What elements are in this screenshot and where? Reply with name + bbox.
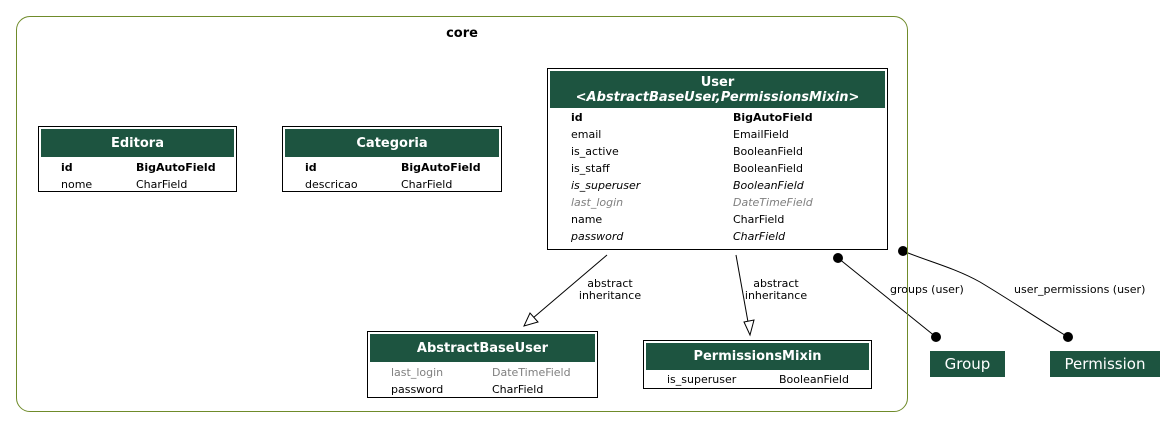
field-row: nome CharField (39, 176, 236, 193)
field-type: BooleanField (733, 179, 804, 192)
field-name: nome (61, 178, 93, 191)
entity-categoria-header: Categoria (285, 129, 499, 157)
edge-label-text: abstract inheritance (744, 277, 808, 302)
field-name: name (571, 213, 603, 226)
edge-label-groups: groups (user) (890, 283, 964, 296)
edge-label-text: abstract inheritance (578, 277, 642, 302)
relation-edge-groups (837, 257, 937, 338)
field-row: password CharField (368, 381, 597, 398)
field-row: email EmailField (548, 126, 887, 143)
inheritance-edge-abstractbaseuser (532, 254, 608, 319)
edge-label-abstract-inheritance: abstract inheritance (741, 278, 811, 302)
field-name: is_active (571, 145, 619, 158)
field-row: password CharField (548, 228, 887, 245)
inheritance-arrowhead-permissionsmixin (743, 319, 755, 337)
entity-user-subtitle: <AbstractBaseUser,PermissionsMixin> (575, 89, 860, 105)
field-type: BooleanField (733, 145, 803, 158)
field-name: descricao (305, 178, 358, 191)
field-type: BooleanField (733, 162, 803, 175)
relation-dot-user-permissions-end (1063, 332, 1073, 342)
field-row: id BigAutoField (283, 159, 501, 176)
field-type: BigAutoField (136, 161, 216, 174)
relation-dot-user-permissions-start (898, 246, 908, 256)
relation-dot-groups-start (833, 253, 843, 263)
field-name: is_superuser (571, 179, 641, 192)
entity-user-fields: id BigAutoField email EmailField is_acti… (548, 108, 887, 245)
entity-editora-fields: id BigAutoField nome CharField (39, 157, 236, 193)
cluster-label: core (446, 26, 478, 41)
field-type: BooleanField (779, 373, 849, 386)
entity-permissionsmixin-fields: is_superuser BooleanField (644, 370, 871, 388)
entity-user-header: User <AbstractBaseUser,PermissionsMixin> (550, 71, 885, 108)
entity-abstractbaseuser[interactable]: AbstractBaseUser last_login DateTimeFiel… (367, 331, 598, 398)
field-type: CharField (733, 230, 786, 243)
field-type: CharField (733, 213, 785, 226)
relation-edge-user-permissions (902, 250, 1069, 338)
field-type: CharField (492, 383, 544, 396)
field-row: descricao CharField (283, 176, 501, 193)
edge-label-user-permissions: user_permissions (user) (1014, 283, 1146, 296)
entity-permissionsmixin-header: PermissionsMixin (646, 343, 869, 370)
field-row: last_login DateTimeField (548, 194, 887, 211)
field-name: is_superuser (667, 373, 737, 386)
edge-label-abstract-inheritance: abstract inheritance (575, 278, 645, 302)
entity-editora[interactable]: Editora id BigAutoField nome CharField (38, 126, 237, 192)
external-model-permission[interactable]: Permission (1050, 351, 1160, 377)
field-name: is_staff (571, 162, 610, 175)
field-type: BigAutoField (401, 161, 481, 174)
field-name: password (391, 383, 444, 396)
field-row: last_login DateTimeField (368, 364, 597, 381)
field-name: last_login (391, 366, 444, 379)
field-row: is_superuser BooleanField (548, 177, 887, 194)
relation-dot-groups-end (931, 332, 941, 342)
field-name: id (571, 111, 583, 124)
field-name: password (571, 230, 624, 243)
field-row: is_staff BooleanField (548, 160, 887, 177)
entity-user-title: User (700, 74, 735, 90)
inheritance-arrowhead-abstractbaseuser (523, 312, 539, 327)
field-name: last_login (571, 196, 624, 209)
entity-abstractbaseuser-header: AbstractBaseUser (370, 334, 595, 362)
field-type: DateTimeField (492, 366, 571, 379)
field-type: CharField (136, 178, 188, 191)
field-row: is_superuser BooleanField (644, 371, 871, 388)
field-type: CharField (401, 178, 453, 191)
entity-permissionsmixin[interactable]: PermissionsMixin is_superuser BooleanFie… (643, 340, 872, 389)
field-name: id (305, 161, 317, 174)
entity-categoria[interactable]: Categoria id BigAutoField descricao Char… (282, 126, 502, 192)
external-model-group[interactable]: Group (930, 351, 1005, 377)
entity-editora-header: Editora (41, 129, 234, 157)
field-name: email (571, 128, 602, 141)
field-type: BigAutoField (733, 111, 813, 124)
field-row: id BigAutoField (39, 159, 236, 176)
inheritance-edge-permissionsmixin (735, 254, 749, 323)
field-row: id BigAutoField (548, 109, 887, 126)
field-name: id (61, 161, 73, 174)
field-row: name CharField (548, 211, 887, 228)
entity-categoria-fields: id BigAutoField descricao CharField (283, 157, 501, 193)
field-type: EmailField (733, 128, 789, 141)
entity-abstractbaseuser-fields: last_login DateTimeField password CharFi… (368, 362, 597, 398)
field-row: is_active BooleanField (548, 143, 887, 160)
field-type: DateTimeField (733, 196, 813, 209)
cluster-core: core (16, 16, 908, 412)
entity-user[interactable]: User <AbstractBaseUser,PermissionsMixin>… (547, 68, 888, 250)
